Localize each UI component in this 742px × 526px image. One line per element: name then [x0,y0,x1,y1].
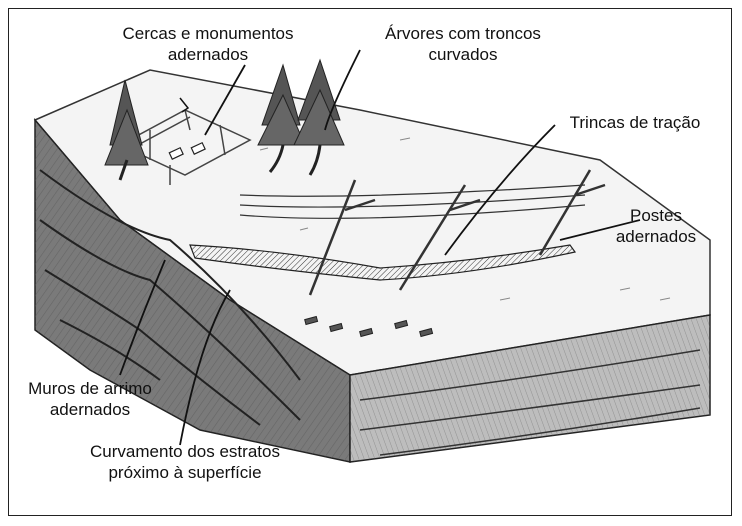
poles-label-line1: Postes [606,205,706,226]
poles-label: Postes adernados [606,205,706,247]
trees-label-line1: Árvores com troncos [363,23,563,44]
cracks-label: Trincas de tração [560,112,710,133]
trees-label: Árvores com troncos curvados [363,23,563,65]
strata-label-line1: Curvamento dos estratos [80,441,290,462]
trees-label-line2: curvados [363,44,563,65]
cracks-label-text: Trincas de tração [560,112,710,133]
fences-label: Cercas e monumentos adernados [108,23,308,65]
strata-label: Curvamento dos estratos próximo à superf… [80,441,290,483]
strata-label-line2: próximo à superfície [80,462,290,483]
walls-label-line2: adernados [20,399,160,420]
walls-label: Muros de arrimo adernados [20,378,160,420]
poles-label-line2: adernados [606,226,706,247]
walls-label-line1: Muros de arrimo [20,378,160,399]
fences-label-line2: adernados [108,44,308,65]
fences-label-line1: Cercas e monumentos [108,23,308,44]
